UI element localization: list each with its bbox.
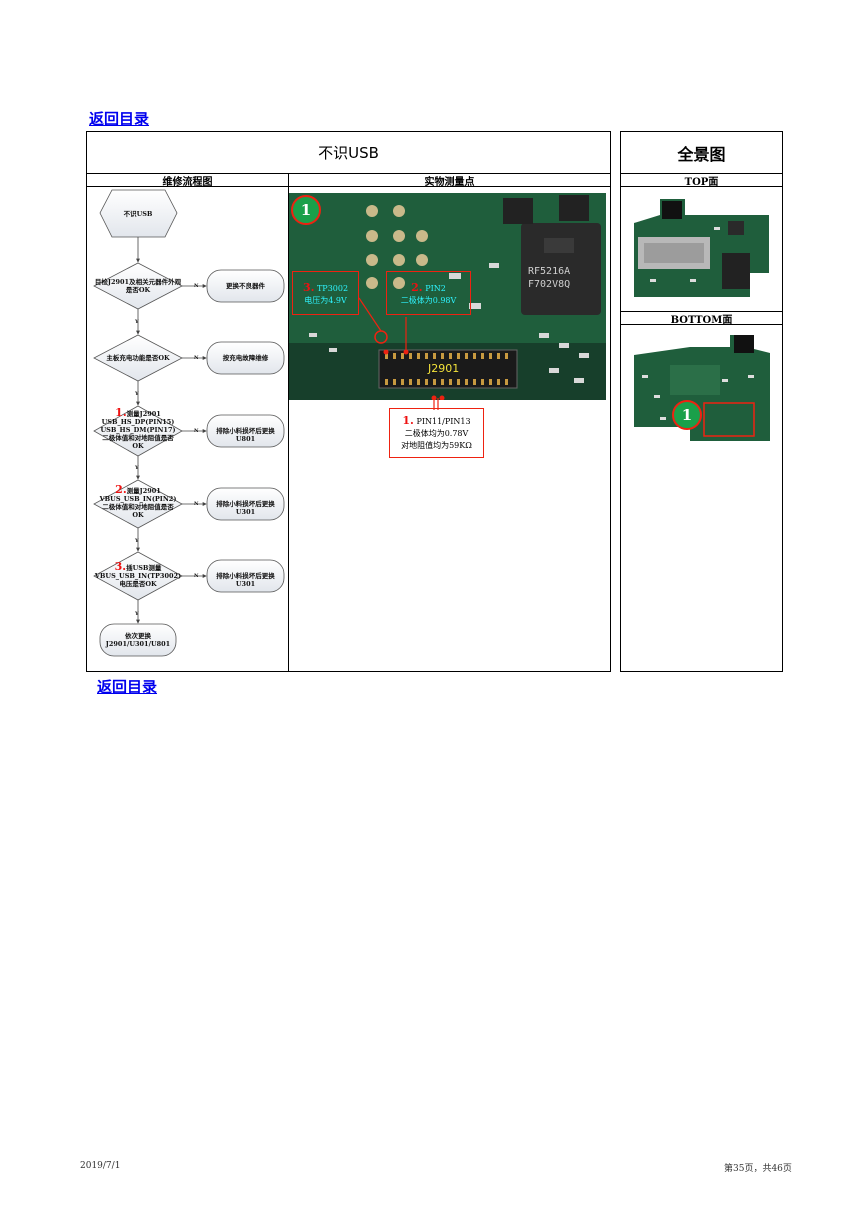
page-title-text: 不识USB [318, 144, 379, 162]
flow-step3-number: 1. [115, 406, 127, 419]
photo-marker-1: 1 [291, 195, 321, 225]
bottom-board-image [634, 335, 770, 441]
flow-step3-label: 1.测量J2901 USB_HS_DP(PIN15) USB_HS_DM(PIN… [92, 406, 184, 450]
callout-pin11-pin13: 1. PIN11/PIN13 二极体均为0.78V 对地阻值均为59KΩ [389, 408, 484, 458]
callout-pin2-number: 2. [411, 281, 423, 294]
flow-step3-line4: 二极体值和对地阻值是否 [102, 434, 174, 442]
no-label: N [194, 428, 199, 434]
bottom-side-header-text: BOTTOM面 [670, 314, 733, 326]
page-title: 不识USB [86, 131, 611, 174]
flow-step5-action-label: 排除小料损坏后更换U301 [216, 572, 275, 588]
pcb-artwork [289, 193, 606, 400]
bottom-marker-text: 1 [681, 406, 693, 424]
chip-marking-line1: RF5216A [528, 266, 571, 277]
yes-label: Y [135, 538, 139, 544]
footer-date: 2019/7/1 [80, 1161, 121, 1171]
back-to-toc-link-bottom[interactable]: 返回目录 [97, 678, 158, 696]
flow-step3-line1: 测量J2901 [126, 410, 161, 418]
yes-label: Y [135, 465, 139, 471]
panorama-title-text: 全景图 [677, 144, 726, 164]
callout-pin11-title: PIN11/PIN13 [416, 417, 471, 426]
callout-pin11-number: 1. [402, 414, 414, 427]
bottom-marker-1: 1 [672, 400, 702, 430]
flow-action-5 [206, 559, 285, 593]
yes-label: Y [135, 319, 139, 325]
flow-start-hexagon [99, 189, 178, 238]
flow-column-header: 维修流程图 [86, 173, 289, 188]
callout-tp3002: 3. TP3002 电压为4.9V [292, 271, 359, 315]
callout-pin11-leader [433, 398, 439, 410]
flow-step4-line3: 二极体值和对地阻值是否 [102, 503, 174, 511]
flow-step5-label: 3.插USB测量 VBUS_USB_IN(TP3002) 电压是否OK [92, 560, 184, 588]
callout-pin2-title: PIN2 [425, 284, 446, 293]
top-side-header: TOP面 [620, 173, 783, 188]
callout-pin11-value1: 二极体均为0.78V [404, 429, 469, 438]
flow-action-2 [206, 341, 285, 375]
flow-step4-label: 2.测量J2901 VBUS_USB_IN(PIN2) 二极体值和对地阻值是否 … [92, 483, 184, 519]
flow-step3-line5: OK [132, 442, 144, 450]
flow-end-label: 依次更换 J2901/U301/U801 [100, 632, 176, 648]
callout-pin2: 2. PIN2 二极体为0.98V [386, 271, 471, 315]
no-label: N [194, 283, 199, 289]
flow-step4-action-label: 排除小料损坏后更换U301 [216, 500, 275, 516]
flow-step1-action-label: 更换不良器件 [226, 282, 265, 290]
flow-step5-line1: 插USB测量 [126, 564, 162, 572]
flow-end-terminal [99, 623, 177, 657]
flow-step5-line3: 电压是否OK [119, 580, 157, 588]
flow-step3-line2: USB_HS_DP(PIN15) [101, 418, 175, 426]
top-board-image [634, 199, 769, 297]
chip-marking-line2: F702V8Q [528, 279, 571, 290]
callout-tp3002-title: TP3002 [316, 284, 349, 293]
callout-tp3002-number: 3. [302, 281, 315, 294]
flow-end-line2: J2901/U301/U801 [105, 640, 171, 648]
flowchart [93, 189, 285, 657]
flow-column-header-text: 维修流程图 [162, 176, 213, 188]
callout-pin11-value2: 对地阻值均为59KΩ [401, 441, 472, 450]
flow-step1-label: 目检J2901及相关元器件外观是否OK [94, 278, 182, 294]
flow-step2-action-label: 按充电故障维修 [222, 354, 269, 362]
yes-label: Y [135, 611, 139, 617]
flow-start-label: 不识USB [123, 210, 153, 218]
flow-step3-line3: USB_HS_DM(PIN17) [100, 426, 176, 434]
callout-tp3002-value: 电压为4.9V [304, 296, 347, 305]
connector-label: J2901 [428, 362, 460, 375]
measurement-photo: RF5216A F702V8Q J2901 [289, 193, 606, 400]
panorama-title: 全景图 [620, 131, 783, 174]
flow-action-1 [206, 269, 285, 303]
flow-step4-line1: 测量J2901 [126, 487, 161, 495]
no-label: N [194, 501, 199, 507]
flow-step5-number: 3. [114, 560, 127, 573]
measure-column-header: 实物测量点 [288, 173, 611, 188]
no-label: N [194, 573, 199, 579]
bottom-side-header: BOTTOM面 [620, 311, 783, 326]
measure-column-header-text: 实物测量点 [424, 176, 475, 188]
flow-step3-action-label: 排除小料损坏后更换U801 [216, 427, 275, 443]
flow-step2-label: 主板充电功能是否OK [106, 354, 170, 362]
flow-step5-line2: VBUS_USB_IN(TP3002) [94, 572, 182, 580]
top-side-header-text: TOP面 [684, 176, 719, 188]
flow-step4-line2: VBUS_USB_IN(PIN2) [99, 495, 177, 503]
flow-step4-line4: OK [132, 511, 144, 519]
footer-page-number: 第35页，共46页 [724, 1164, 792, 1174]
chip-marking: RF5216A F702V8Q [528, 265, 570, 291]
flow-end-line1: 依次更换 [125, 632, 151, 640]
back-to-toc-link-top[interactable]: 返回目录 [89, 110, 150, 128]
flow-action-4 [206, 487, 285, 521]
callout-pin2-value: 二极体为0.98V [400, 296, 457, 305]
flow-step4-number: 2. [115, 483, 127, 496]
yes-label: Y [135, 391, 139, 397]
no-label: N [194, 355, 199, 361]
flow-action-3 [206, 414, 285, 448]
photo-marker-text: 1 [300, 201, 312, 219]
